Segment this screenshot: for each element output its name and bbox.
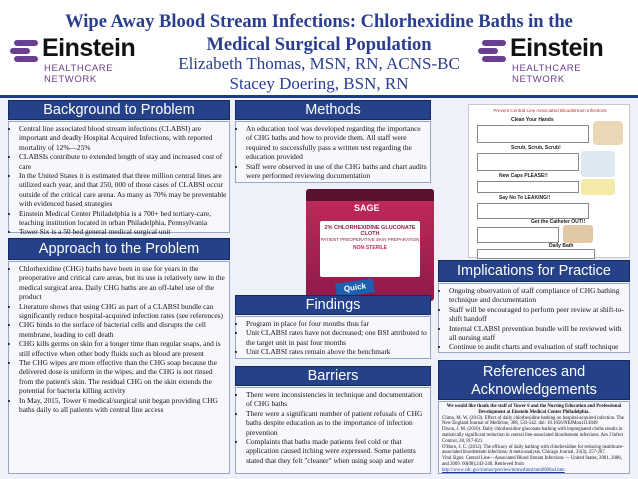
methods-list: An education tool was developed regardin… [236,124,428,180]
product-name: 2% CHLORHEXIDINE GLUCONATE CLOTH [324,225,416,237]
list-item: Complaints that baths made patients feel… [246,437,428,465]
list-item: Einstein Medical Center Philadelphia is … [19,209,227,228]
barriers-list: There were inconsistencies in technique … [236,390,428,465]
product-label: 2% CHLORHEXIDINE GLUCONATE CLOTH PATIENT… [320,221,420,277]
list-item: Ongoing observation of staff compliance … [449,286,627,305]
list-item: Program in place for four months thus fa… [246,319,428,328]
reference-item: Vital Signs: Central Line—Associated Blo… [442,456,622,467]
product-brand: SAGE [354,203,380,213]
author-2: Stacey Doering, BSN, RN [229,74,409,93]
methods-panel: An education tool was developed regardin… [235,121,431,183]
list-item: Literature shows that using CHG as part … [19,302,227,321]
poster-title-line1: Wipe Away Blood Stream Infections: Chlor… [65,12,573,32]
product-warning: NON-STERILE [353,245,387,251]
einstein-logo-left: Einstein HEALTHCARE NETWORK [10,34,160,85]
title-banner: Wipe Away Blood Stream Infections: Chlor… [0,0,638,98]
handout-section: Scrub, Scrub, Scrub! [511,145,561,151]
barriers-panel: There were inconsistencies in technique … [235,387,431,474]
implications-panel: Ongoing observation of staff compliance … [438,283,630,353]
reference-item: O'Horo, J. C. (2012). The efficacy of da… [442,444,624,456]
approach-list: Chlorhexidine (CHG) baths have been in u… [9,264,227,415]
logo-name: Einstein [42,34,136,62]
list-item: There were a significant number of patie… [246,409,428,437]
logo-name: Einstein [510,34,604,62]
logo-subtitle: HEALTHCARE NETWORK [512,63,582,85]
list-item: Tower Six is a 50 bed general medical su… [19,227,227,236]
references-heading: References and Acknowledgements [438,360,630,400]
findings-list: Program in place for four months thus fa… [236,319,428,357]
approach-panel: Chlorhexidine (CHG) baths have been in u… [8,261,230,474]
author-1: Elizabeth Thomas, MSN, RN, ACNS-BC [178,54,460,73]
logo-mark-icon [478,40,508,68]
findings-panel: Program in place for four months thus fa… [235,316,431,359]
list-item: Staff were observed in use of the CHG ba… [246,162,428,181]
list-item: Unit CLABSI rates have not decreased; on… [246,328,428,347]
implications-list: Ongoing observation of staff compliance … [439,286,627,352]
list-item: In the United States it is estimated tha… [19,171,227,209]
poster-title-line2: Medical Surgical Population [206,35,432,55]
references-heading-line2: Acknowledgements [471,382,597,398]
list-item: Continue to audit charts and evaluation … [449,342,627,351]
chg-cloth-product-image: SAGE 2% CHLORHEXIDINE GLUCONATE CLOTH PA… [306,189,434,301]
list-item: Central line associated blood stream inf… [19,124,227,152]
references-panel: We would like thank the staff of Tower 6… [438,401,630,474]
handout-section: Daily Bath [549,243,574,249]
list-item: Unit CLABSI rates remain above the bench… [246,347,428,356]
reference-link[interactable]: http://www.cdc.gov/mmwr/preview/mmwrhtml… [442,467,565,473]
list-item: The CHG wipes are more effective than th… [19,358,227,396]
findings-heading: Findings [235,295,431,315]
list-item: Staff will be encouraged to perform peer… [449,305,627,324]
logo-mark-icon [10,40,40,68]
handout-section: Get the Catheter OUT!! [531,219,586,225]
list-item: CHG binds to the surface of bacterial ce… [19,320,227,339]
background-list: Central line associated blood stream inf… [9,124,227,237]
list-item: An education tool was developed regardin… [246,124,428,162]
product-subname: PATIENT PREOPERATIVE SKIN PREPARATION [320,237,420,242]
acknowledgement-text: We would like thank the staff of Tower 6… [446,404,622,415]
handout-title: Prevent Central Line Associated Bloodstr… [493,108,607,113]
handout-section: Say No To LEAKING!! [499,195,551,201]
education-handout-image: Prevent Central Line Associated Bloodstr… [468,104,630,259]
methods-heading: Methods [235,100,431,120]
approach-heading: Approach to the Problem [8,238,230,260]
reference-item: Dixon, J. M. (2010). Daily chlorhexidine… [442,427,624,444]
barriers-heading: Barriers [235,366,431,386]
references-heading-line1: References and [482,364,586,380]
background-heading: Background to Problem [8,100,230,120]
einstein-logo-right: Einstein HEALTHCARE NETWORK [478,34,628,85]
logo-subtitle: HEALTHCARE NETWORK [44,63,114,85]
reference-item: Climo, M. W. (2013). Effect of daily chl… [442,415,624,427]
list-item: Chlorhexidine (CHG) baths have been in u… [19,264,227,302]
list-item: CHG kills germs on skin for a longer tim… [19,339,227,358]
handout-section: New Caps PLEASE!! [499,173,548,179]
handout-section: Clean Your Hands [511,117,554,123]
list-item: Internal CLABSI prevention bundle will b… [449,324,627,343]
background-panel: Central line associated blood stream inf… [8,121,230,236]
implications-heading: Implications for Practice [438,260,630,282]
list-item: There were inconsistencies in technique … [246,390,428,409]
list-item: CLABSIs contribute to extended length of… [19,152,227,171]
list-item: In May, 2015, Tower 6 medical/surgical u… [19,396,227,415]
